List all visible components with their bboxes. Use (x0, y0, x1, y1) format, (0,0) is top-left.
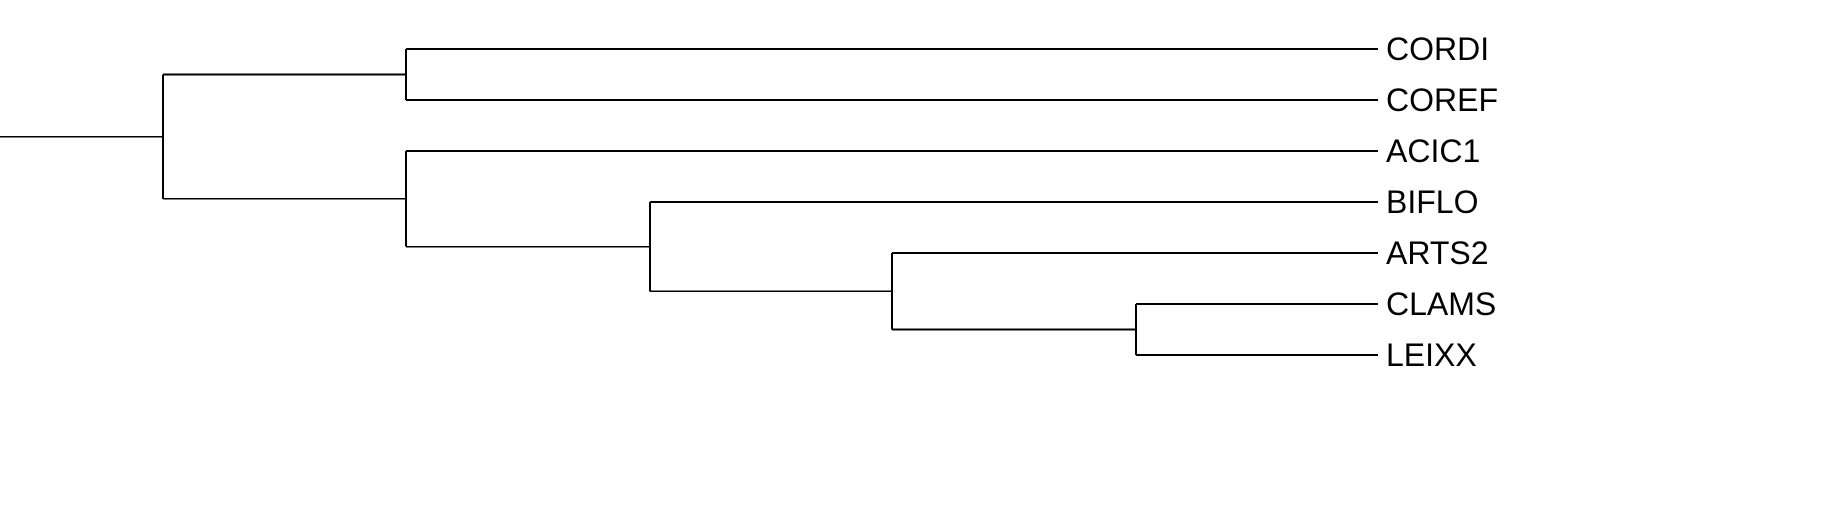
tree-branches (0, 48, 1378, 356)
leaf-labels: CORDI COREF ACIC1 BIFLO ARTS2 CLAMS LEIX… (1386, 31, 1498, 373)
leaf-label-leixx: LEIXX (1386, 337, 1477, 373)
leaf-label-acic1: ACIC1 (1386, 133, 1480, 169)
leaf-label-coref: COREF (1386, 82, 1498, 118)
leaf-label-cordi: CORDI (1386, 31, 1489, 67)
leaf-label-biflo: BIFLO (1386, 184, 1478, 220)
leaf-label-arts2: ARTS2 (1386, 235, 1489, 271)
leaf-label-clams: CLAMS (1386, 286, 1496, 322)
